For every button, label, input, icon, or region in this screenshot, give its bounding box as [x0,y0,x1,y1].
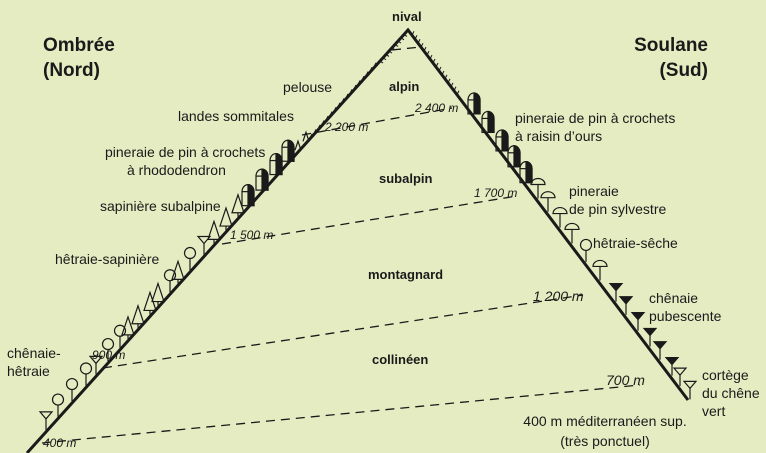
north-veg-symbol-11 [163,269,177,293]
north-veg-symbol-12 [171,259,185,284]
south-veg-symbol-10 [592,259,608,281]
south-veg-symbol-17 [672,367,688,387]
north-altitude-2200: 2 200 m [325,120,369,134]
south-side-title: Soulane [634,35,708,56]
south-veg-symbol-16 [664,356,680,376]
north-altitude-400: 400 m [43,436,77,450]
south-veg-mediterraneen-line2: (très ponctuel) [560,433,650,449]
south-veg-symbol-9 [579,238,593,262]
south-veg-chenaie-line1: chênaie [649,290,699,306]
north-veg-pelouse: pelouse [283,79,333,95]
south-veg-symbol-12 [618,296,634,315]
north-veg-symbol-18 [241,184,255,207]
north-veg-symbol-15 [207,219,221,244]
limit-line-collineen [41,384,641,444]
north-veg-symbol-3 [79,362,93,386]
south-veg-pineraie-crochets-line2: à raisin d’ours [515,128,603,144]
north-veg-symbol-19 [255,168,269,191]
south-altitude-1200: 1 200 m [533,288,584,304]
limit-line-montagnard [102,294,584,369]
north-altitude-900: 900 m [92,348,126,362]
north-side-subtitle: (Nord) [43,60,100,81]
north-veg-symbol-6 [113,324,127,348]
north-veg-symbol-1 [51,393,65,417]
north-veg-symbol-23 [302,130,310,142]
north-veg-hetraie-sapiniere: hêtraie-sapinière [55,251,160,267]
zone-label-subalpin: subalpin [379,171,433,186]
north-veg-symbol-5 [101,337,115,362]
north-veg-symbol-0 [38,411,54,430]
south-veg-symbol-11 [608,282,624,302]
north-veg-symbol-10 [151,281,165,306]
south-veg-symbol-7 [552,206,568,228]
north-altitude-1500: 1 500 m [230,228,274,242]
north-veg-symbol-2 [65,377,79,402]
north-veg-symbol-22 [294,139,302,151]
north-veg-symbol-13 [183,246,197,271]
zone-label-nival: nival [392,9,422,24]
south-veg-symbol-1 [481,110,495,134]
south-veg-symbol-15 [652,341,668,360]
south-veg-symbol-6 [540,191,556,212]
limit-line-alpin [301,107,453,136]
north-veg-symbol-4 [88,355,104,375]
south-veg-symbol-14 [642,327,658,347]
north-veg-pineraie-line1: pineraie de pin à crochets [105,144,266,160]
mountain-outline [25,27,690,453]
south-veg-pineraie-sylvestre-line2: de pin sylvestre [569,201,667,217]
north-veg-landes: landes sommitales [178,108,294,124]
south-veg-chenaie-line2: pubescente [649,308,722,324]
north-side-title: Ombrée [43,35,115,56]
south-side-subtitle: (Sud) [659,60,708,81]
south-veg-pineraie-crochets-line1: pineraie de pin à crochets [515,110,676,126]
south-altitude-700: 700 m [606,372,645,388]
north-veg-symbol-20 [269,152,283,176]
limit-line-subalpin [221,195,518,245]
north-veg-symbol-21 [281,139,295,162]
south-veg-symbol-8 [564,222,580,244]
south-altitude-1700: 1 700 m [474,186,518,200]
north-veg-sapiniere: sapinière subalpine [100,198,221,214]
north-veg-symbol-14 [196,235,212,255]
south-altitude-2400: 2 400 m [415,101,459,115]
north-veg-symbol-17 [231,192,245,217]
south-veg-cortege-line2: du chêne [702,385,760,401]
north-veg-symbol-8 [131,303,145,328]
north-veg-symbol-16 [219,206,233,231]
south-veg-pineraie-sylvestre-line1: pineraie [569,183,619,199]
south-veg-mediterraneen-line1: 400 m méditerranéen sup. [523,413,687,429]
zone-label-montagnard: montagnard [368,267,444,282]
south-veg-symbol-4 [519,161,533,184]
limit-line-nival [391,46,422,51]
north-veg-pineraie-line2: à rhododendron [127,162,226,178]
south-veg-symbol-2 [495,129,509,152]
south-veg-symbol-13 [630,312,646,331]
south-veg-symbol-0 [467,92,481,115]
zone-label-collineen: collinéen [372,352,429,367]
south-veg-symbol-5 [530,177,546,199]
south-veg-cortege-line1: cortège [702,367,749,383]
zone-label-alpin: alpin [389,79,420,94]
north-veg-chenaie-line1: chênaie- [7,345,61,361]
north-veg-symbol-7 [121,314,135,339]
south-veg-symbol-3 [507,145,521,168]
south-veg-hetraie-seche: hêtraie-sêche [593,235,678,251]
north-veg-chenaie-line2: hêtraie [7,363,50,379]
south-veg-cortege-line3: vert [702,403,726,419]
south-veg-symbol-18 [682,380,698,400]
